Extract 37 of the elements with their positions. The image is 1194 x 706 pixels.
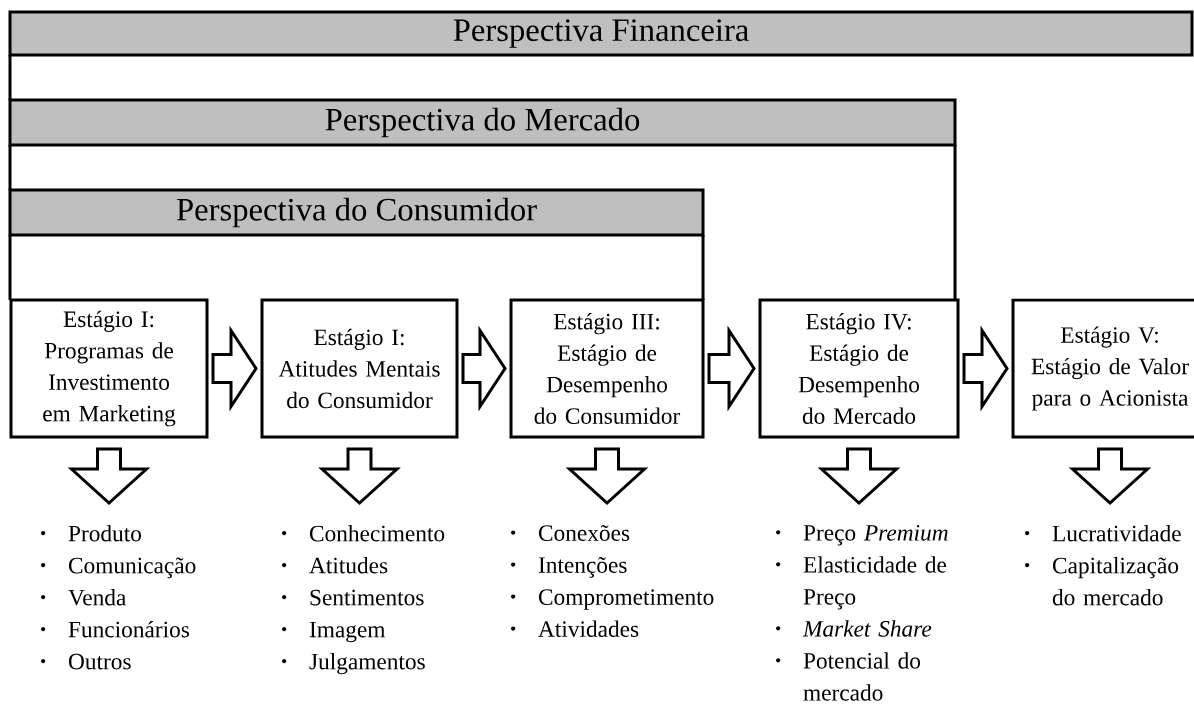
stage-box: Estágio IV: Estágio de Desempenho do Mercado bbox=[758, 298, 960, 439]
bullet-item: Elasticidade de Preço bbox=[776, 556, 947, 610]
stage-box: Estágio III: Estágio de Desempenho do Consumidor bbox=[509, 298, 705, 439]
perspective-band: Perspectiva Financeira bbox=[8, 10, 1194, 57]
bullet-item: Potencial do mercado bbox=[776, 652, 921, 701]
bullet-item: Atividades bbox=[511, 620, 639, 637]
bullet-item: Conhecimento bbox=[282, 525, 445, 542]
bullet-item: Lucratividade bbox=[1025, 525, 1181, 542]
bullet-item: Venda bbox=[41, 589, 126, 606]
bullet-item: Sentimentos bbox=[282, 589, 424, 606]
bullet-item: Comprometimento bbox=[511, 589, 714, 610]
block-arrow bbox=[211, 325, 258, 412]
bullet-item: Atitudes bbox=[282, 557, 388, 574]
bullet-item: Outros bbox=[41, 653, 131, 670]
block-arrow bbox=[962, 325, 1009, 412]
block-arrow bbox=[67, 447, 151, 506]
block-arrow bbox=[1068, 447, 1152, 506]
block-arrow bbox=[461, 325, 507, 412]
bullet-item: Funcionários bbox=[41, 620, 189, 638]
block-arrow bbox=[565, 447, 649, 506]
perspective-band: Perspectiva do Consumidor bbox=[8, 188, 705, 237]
bullet-item: Intenções bbox=[511, 557, 627, 578]
bullet-item: Preço Premium bbox=[776, 525, 948, 546]
perspective-band: Perspectiva do Mercado bbox=[8, 98, 957, 147]
stage-box: Estágio V: Estágio de Valor para o Acionista bbox=[1011, 298, 1194, 439]
block-arrow bbox=[318, 447, 401, 506]
bullet-item: Comunicação bbox=[41, 557, 196, 579]
bullet-item: Produto bbox=[41, 525, 141, 542]
bullet-item: Julgamentos bbox=[282, 653, 425, 675]
bullet-item: Market Share bbox=[776, 620, 932, 637]
bullet-item: Imagem bbox=[282, 621, 386, 643]
bullet-item: Conexões bbox=[511, 525, 630, 541]
stage-box: Estágio I: Programas de Investimento em Marketing bbox=[9, 298, 209, 439]
block-arrow bbox=[817, 447, 901, 506]
bullet-item: Capitalização do mercado bbox=[1025, 557, 1179, 606]
block-arrow bbox=[707, 325, 756, 412]
stage-box: Estágio I: Atitudes Mentais do Consumidor bbox=[260, 298, 459, 439]
